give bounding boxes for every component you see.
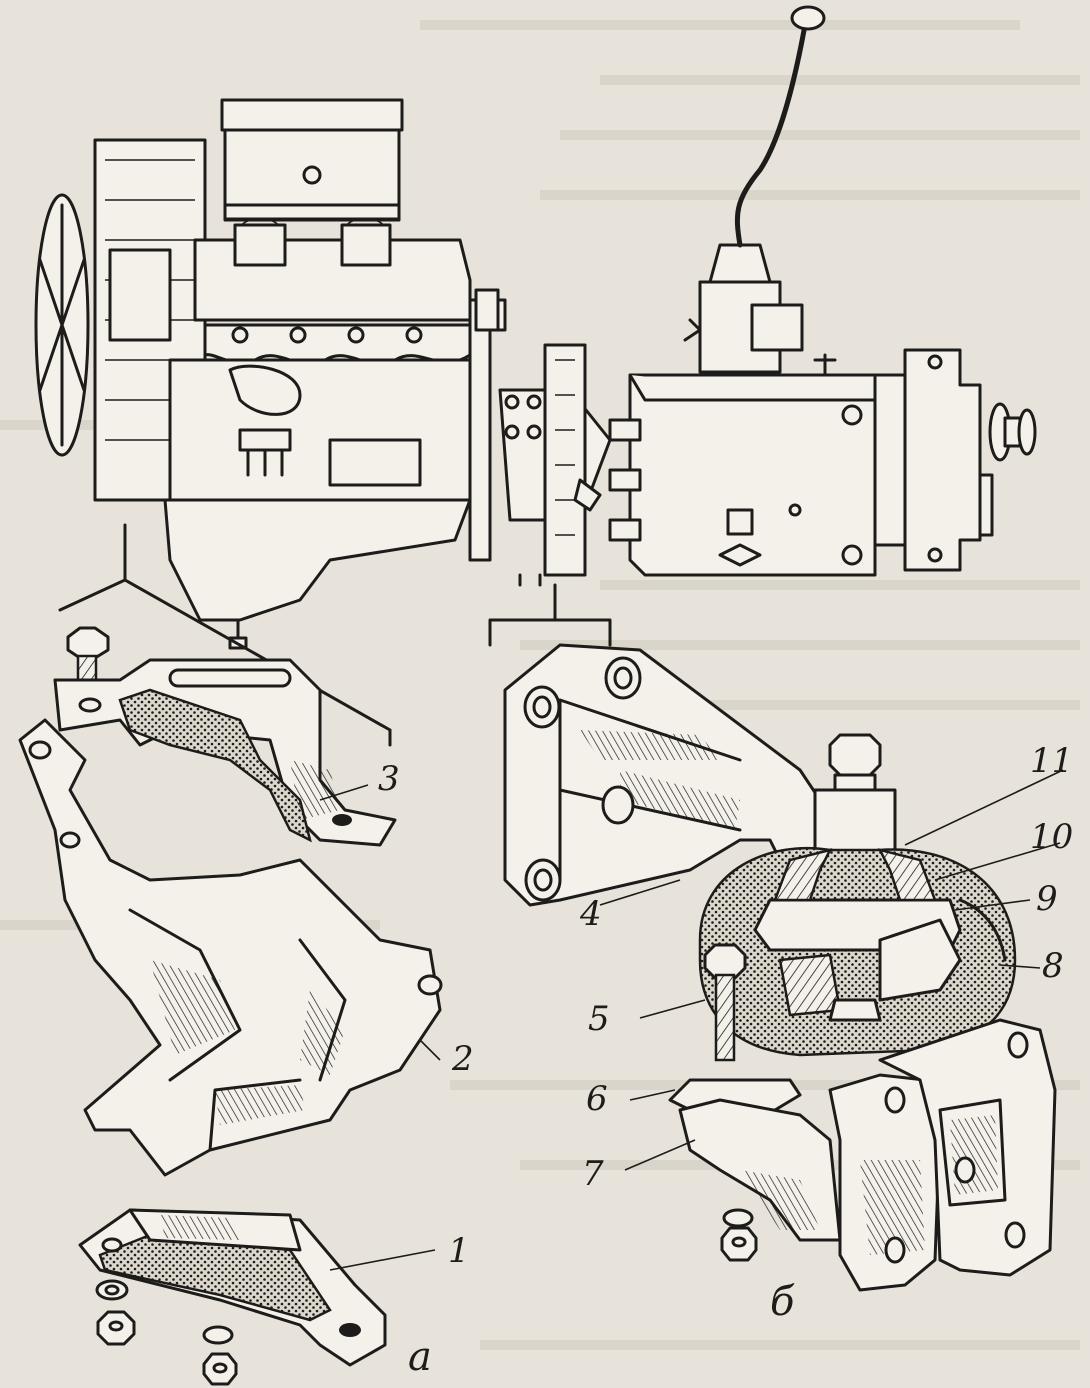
callout-6: 6: [586, 1079, 608, 1119]
mount-bracket-illustration: [18, 718, 443, 1177]
callout-1: 1: [448, 1231, 470, 1271]
upper-rubber-cushion-illustration: [53, 658, 397, 847]
callout-10: 10: [1030, 817, 1073, 857]
side-bolt-illustration: [703, 943, 747, 1062]
detail-leader-lines: [58, 523, 612, 747]
gearbox-illustration: [608, 5, 1037, 577]
callout-8: 8: [1042, 946, 1064, 986]
radiator-fan-illustration: [34, 193, 90, 457]
sublabel-a: а: [408, 1334, 432, 1380]
callout-5: 5: [588, 999, 610, 1039]
gearbox-support-bracket-illustration: [503, 643, 822, 907]
frame-bracket-illustration: [678, 1018, 1057, 1292]
callout-7: 7: [582, 1154, 604, 1194]
callout-9: 9: [1036, 879, 1058, 919]
callout-labels: 1 2 3 4 5 6 7 8 9 10 11 а б: [378, 741, 1073, 1380]
rear-engine-mount-exploded-view: [503, 643, 1057, 1292]
callout-11: 11: [1030, 741, 1073, 781]
callout-4: 4: [579, 894, 602, 934]
washers-and-nuts-illustration: [95, 1279, 238, 1386]
lower-rubber-cushion-illustration: [78, 1208, 387, 1367]
callout-leader-lines: [319, 769, 1064, 1271]
air-filter-illustration: [220, 98, 404, 222]
callout-2: 2: [451, 1039, 474, 1079]
rubber-cushion-section-illustration: [698, 846, 1017, 1057]
front-engine-mount-exploded-view: [18, 626, 443, 1386]
sublabel-b: б: [770, 1279, 795, 1325]
engine-assembly-illustration: [34, 5, 1037, 650]
callout-3: 3: [378, 759, 400, 799]
lower-washer-and-nut-illustration: [720, 1208, 758, 1262]
